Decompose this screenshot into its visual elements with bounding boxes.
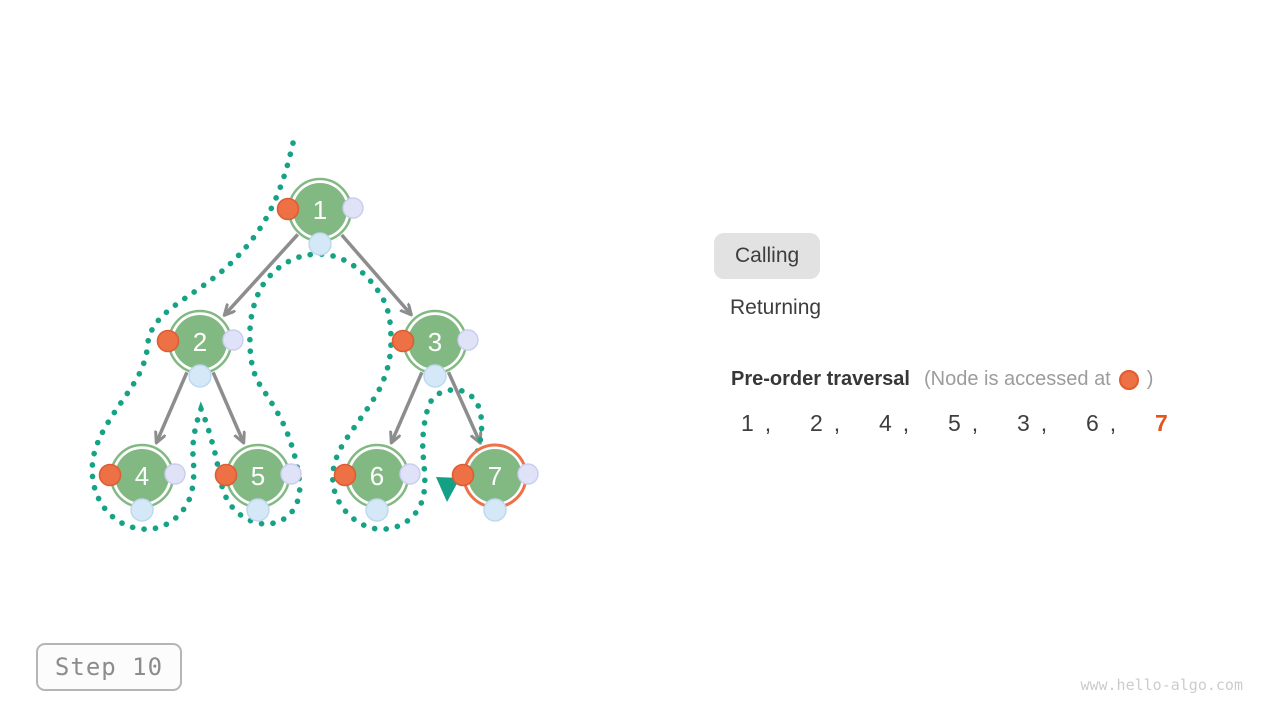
tree-node-7: 7 <box>451 443 539 522</box>
sequence-value-current: 7 <box>1155 410 1168 436</box>
access-dot-icon <box>333 463 357 487</box>
tree-node-5: 5 <box>214 443 302 522</box>
in-visit-dot-icon <box>423 364 447 388</box>
in-visit-dot-icon <box>365 498 389 522</box>
sequence-item: 7 <box>1155 410 1224 437</box>
tree-edge <box>211 371 244 443</box>
traversal-path-dotted <box>89 140 485 532</box>
sequence-comma: , <box>1040 410 1048 436</box>
node-circle <box>231 449 285 503</box>
legend-calling-label: Calling <box>735 244 800 267</box>
sequence-value: 6 <box>1086 410 1099 436</box>
tree-edge <box>446 371 480 443</box>
legend-returning-label: Returning <box>730 296 822 319</box>
sequence-comma: , <box>902 410 910 436</box>
sequence-value: 2 <box>810 410 823 436</box>
tree-edge <box>156 371 189 443</box>
node-circle <box>408 315 462 369</box>
in-visit-dot-icon <box>483 498 507 522</box>
sequence-item: 6, <box>1086 410 1155 437</box>
node-value-label: 4 <box>135 461 149 491</box>
in-visit-dot-icon <box>130 498 154 522</box>
node-circle <box>350 449 404 503</box>
node-circle <box>115 449 169 503</box>
node-circle <box>293 183 347 237</box>
tree-edge <box>224 233 300 315</box>
traversal-sequence: 1,2,4,5,3,6,7 <box>741 410 1224 437</box>
node-value-label: 5 <box>251 461 265 491</box>
post-visit-dot-icon <box>517 463 539 485</box>
traversal-note: (Node is accessed at ) <box>924 368 1153 391</box>
tree-node-6: 6 <box>333 443 421 522</box>
access-dot-icon <box>98 463 122 487</box>
post-visit-dot-icon <box>342 197 364 219</box>
access-dot-legend-icon <box>1118 369 1139 390</box>
node-value-label: 2 <box>193 327 207 357</box>
watermark: www.hello-algo.com <box>1080 676 1243 694</box>
post-visit-dot-icon <box>457 329 479 351</box>
post-visit-dot-icon <box>164 463 186 485</box>
traversal-title: Pre-order traversal <box>731 368 910 390</box>
access-dot-icon <box>391 329 415 353</box>
legend-calling-chip: Calling <box>714 233 821 279</box>
post-visit-dot-icon <box>280 463 302 485</box>
tree-edge <box>391 371 424 443</box>
access-dot-icon <box>214 463 238 487</box>
post-visit-dot-icon <box>222 329 244 351</box>
traversal-note-prefix: (Node is accessed at <box>923 368 1111 390</box>
node-value-label: 7 <box>488 461 502 491</box>
tree-edges <box>156 233 480 443</box>
tree-node-4: 4 <box>98 443 186 522</box>
access-dot-icon <box>276 197 300 221</box>
sequence-value: 3 <box>1017 410 1030 436</box>
sequence-item: 3, <box>1017 410 1086 437</box>
node-circle <box>468 449 522 503</box>
node-value-label: 3 <box>428 327 442 357</box>
sequence-item: 4, <box>879 410 948 437</box>
sequence-value: 5 <box>948 410 961 436</box>
current-position-pointer-icon <box>436 477 460 502</box>
in-visit-dot-icon <box>188 364 212 388</box>
in-visit-dot-icon <box>308 232 332 256</box>
access-dot-icon <box>451 463 475 487</box>
sequence-value: 1 <box>741 410 754 436</box>
in-visit-dot-icon <box>246 498 270 522</box>
sequence-comma: , <box>764 410 772 436</box>
post-visit-dot-icon <box>399 463 421 485</box>
tree-nodes: 1 2 3 4 5 6 7 <box>98 177 539 522</box>
step-label: Step 10 <box>54 653 164 681</box>
access-dot-icon <box>156 329 180 353</box>
step-indicator: Step 10 <box>36 643 182 691</box>
traversal-header: Pre-order traversal (Node is accessed at… <box>731 368 1153 391</box>
sequence-value: 4 <box>879 410 892 436</box>
sequence-comma: , <box>1109 410 1117 436</box>
tree-edge <box>340 233 412 315</box>
node-value-label: 6 <box>370 461 384 491</box>
sequence-comma: , <box>833 410 841 436</box>
traversal-note-suffix: ) <box>1146 368 1154 390</box>
sequence-comma: , <box>971 410 979 436</box>
sequence-item: 2, <box>810 410 879 437</box>
tree-node-2: 2 <box>156 309 244 388</box>
node-circle <box>173 315 227 369</box>
sequence-item: 5, <box>948 410 1017 437</box>
sequence-item: 1, <box>741 410 810 437</box>
tree-node-1: 1 <box>276 177 364 256</box>
tree-node-3: 3 <box>391 309 479 388</box>
node-value-label: 1 <box>313 195 327 225</box>
